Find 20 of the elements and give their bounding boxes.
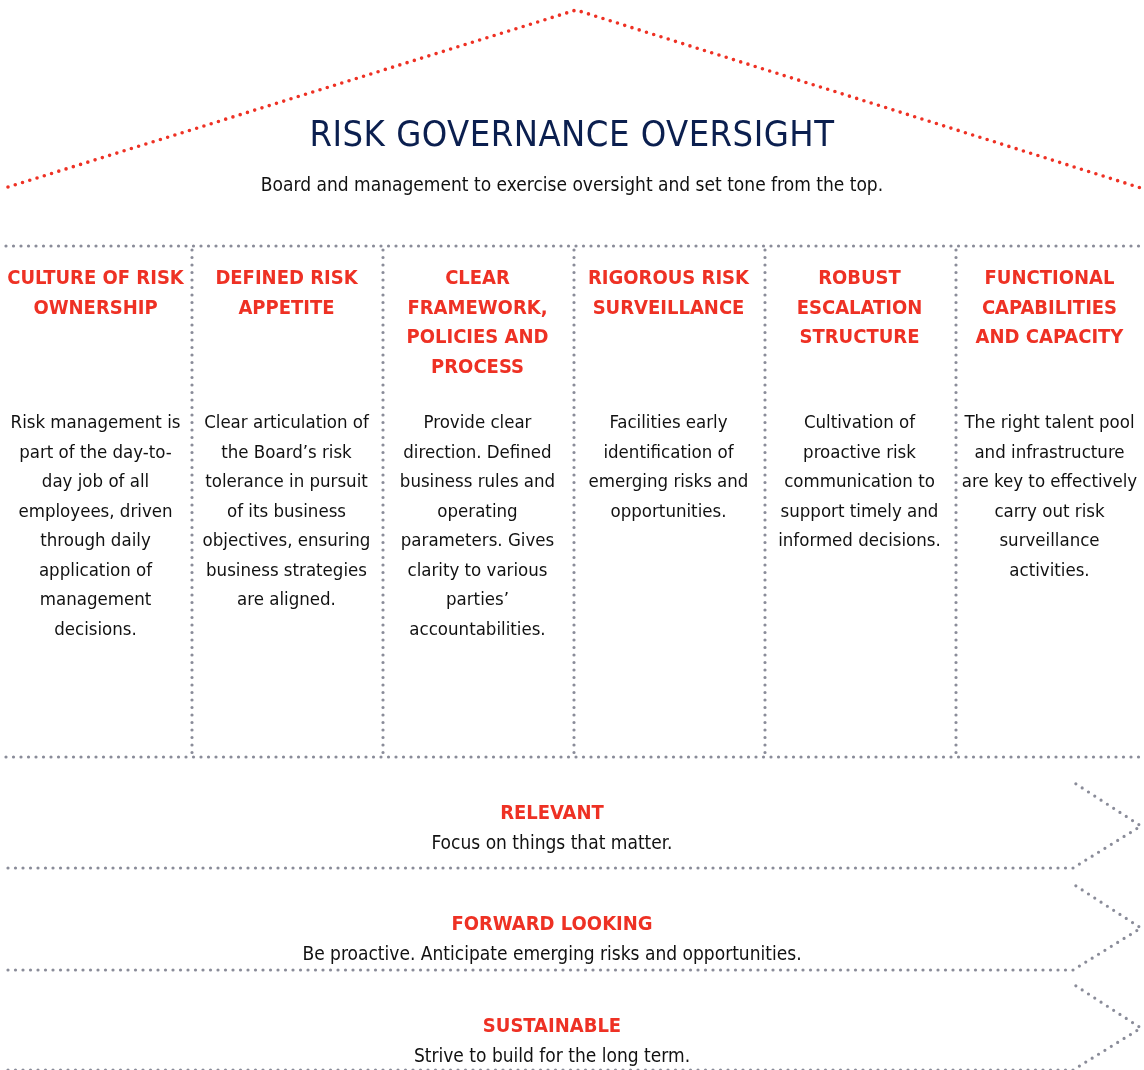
band-heading: FORWARD LOOKING	[450, 910, 654, 937]
pillar-heading: FUNCTIONAL CAPABILITIES AND CAPACITY	[974, 264, 1125, 350]
band-heading: RELEVANT	[499, 799, 605, 826]
pillar-description: Provide clear direction. Defined business rules and operating parameters. Gives clarity to various parties’ accountabilities.	[398, 410, 557, 641]
pillar-heading: CULTURE OF RISK OWNERSHIP	[6, 264, 185, 321]
pillar-heading: RIGOROUS RISK SURVEILLANCE	[586, 264, 750, 321]
pillar-heading: CLEAR FRAMEWORK, POLICIES AND PROCESS	[405, 264, 550, 380]
pillar-heading: ROBUST ESCALATION STRUCTURE	[795, 264, 924, 350]
band-description: Strive to build for the long term.	[412, 1043, 692, 1068]
roof-description: Board and management to exercise oversight and set tone from the top.	[259, 173, 885, 195]
band-description: Be proactive. Anticipate emerging risks and opportunities.	[301, 941, 803, 966]
pillar-description: Facilities early identification of emerging risks and opportunities.	[587, 410, 750, 523]
pillar-heading: DEFINED RISK APPETITE	[214, 264, 359, 321]
pillar-description: Cultivation of proactive risk communication to support timely and informed decisions.	[777, 410, 942, 552]
band-heading: SUSTAINABLE	[481, 1012, 623, 1039]
pillar-description: Clear articulation of the Board’s risk tolerance in pursuit of its business objectives, ensuring business strategies are aligned.	[201, 410, 372, 611]
pillar-description: Risk management is part of the day-to-day job of all employees, driven through daily application of management decisions.	[9, 410, 182, 641]
pillar-description: The right talent pool and infrastructure are key to effectively carry out risk surveillance activities.	[960, 410, 1139, 582]
roof-heading: RISK GOVERNANCE OVERSIGHT	[308, 113, 836, 154]
band-description: Focus on things that matter.	[430, 830, 674, 855]
